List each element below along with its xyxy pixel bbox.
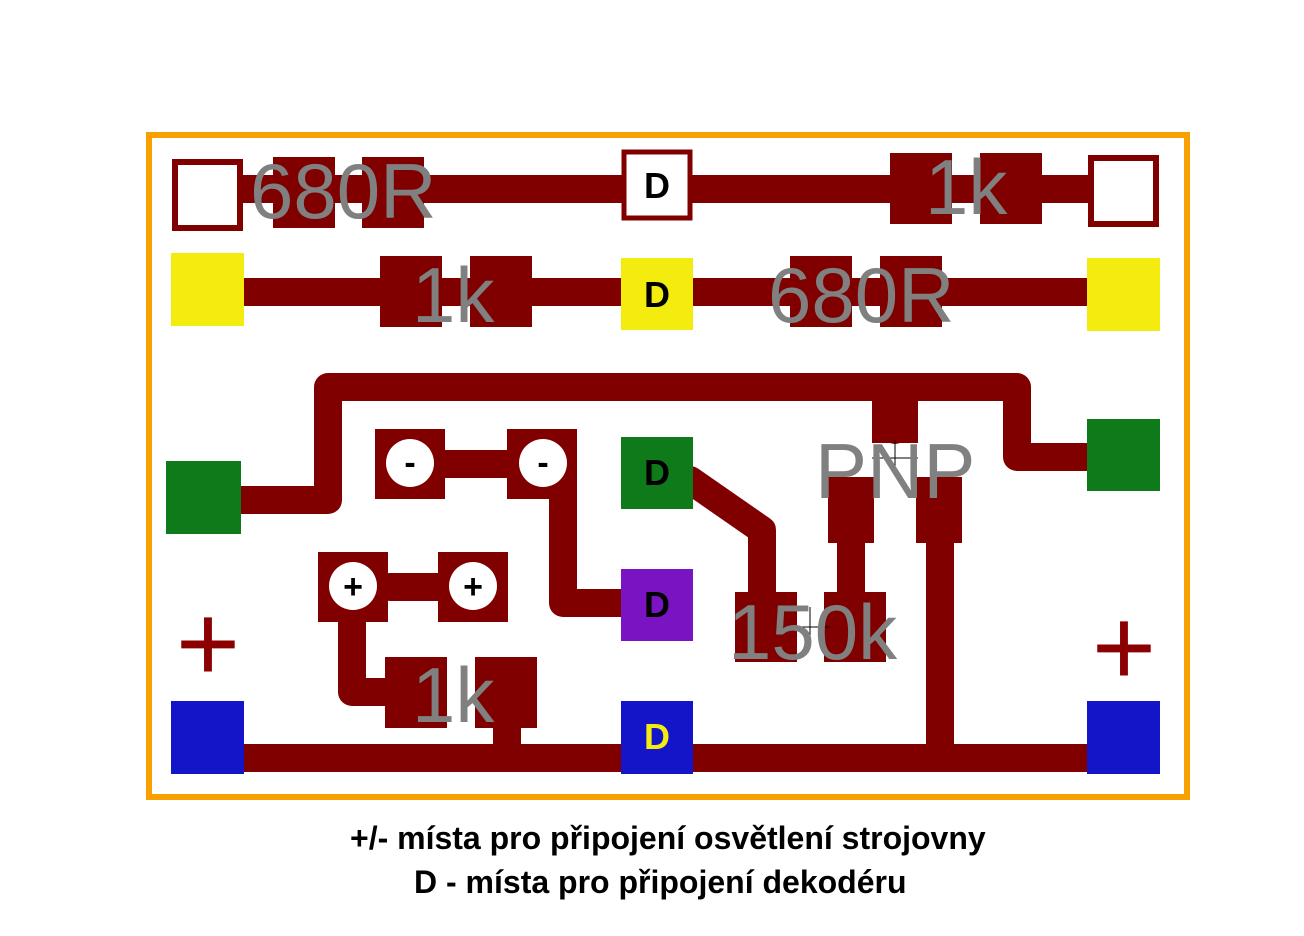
pad-150k-b	[824, 592, 886, 662]
label-680r-top: 680R	[250, 147, 436, 235]
pad-green-right	[1087, 419, 1160, 491]
pad-680r-row2-a	[790, 256, 852, 327]
label-150k: 150k	[728, 588, 898, 676]
pad-white-right	[1088, 155, 1159, 227]
label-d-yellow: D	[644, 274, 670, 315]
pad-1k-top-a	[890, 153, 952, 224]
pad-680r-b	[362, 157, 424, 228]
circle-minus-b	[519, 439, 567, 487]
label-plus-b: +	[463, 568, 483, 606]
label-1k-bottom: 1k	[412, 651, 495, 739]
circle-plus-b	[449, 562, 497, 610]
label-1k-row2: 1k	[412, 251, 495, 339]
pad-1k-bottom-a	[385, 657, 447, 728]
circle-plus-a	[329, 562, 377, 610]
trace-green-base	[676, 466, 776, 624]
pad-1k-row2-a	[380, 256, 442, 327]
label-pnp: PNP	[815, 427, 975, 515]
legend-line-1: +/- místa pro připojení osvětlení strojo…	[350, 820, 986, 856]
pad-pnp-collector	[916, 477, 962, 543]
trace-minus-purple	[426, 450, 639, 617]
pad-blue-left	[171, 701, 244, 774]
pad-white-left	[172, 159, 243, 231]
label-680r-row2: 680R	[768, 251, 954, 339]
pad-yellow-right	[1087, 258, 1160, 331]
plus-mark-right: +	[1092, 586, 1156, 709]
crosshair-markers	[790, 440, 918, 647]
label-minus-a: -	[404, 444, 415, 482]
label-d-green: D	[644, 452, 670, 493]
label-d-white: D	[644, 165, 670, 206]
component-pads	[273, 153, 1042, 728]
label-minus-b: -	[537, 444, 548, 482]
label-1k-top: 1k	[925, 143, 1008, 231]
pad-d-yellow	[621, 258, 693, 330]
pad-yellow-left	[171, 253, 244, 326]
pad-680r-row2-b	[880, 256, 942, 327]
pad-d-white	[621, 149, 693, 221]
label-plus-a: +	[343, 568, 363, 606]
pad-blue-right	[1087, 701, 1160, 774]
label-d-blue: D	[644, 716, 670, 757]
plus-mark-left: +	[176, 582, 240, 705]
label-d-purple: D	[644, 584, 670, 625]
pad-1k-bottom-b	[475, 657, 537, 728]
board-outline	[146, 132, 1190, 800]
trace-plus-1k	[338, 596, 409, 706]
pad-d-blue	[621, 701, 693, 774]
pad-pnp-emitter	[872, 397, 918, 443]
circle-minus-a	[386, 439, 434, 487]
pad-pnp-base	[828, 477, 874, 543]
pad-150k-a	[735, 592, 797, 662]
pad-1k-top-b	[980, 153, 1042, 224]
pad-680r-a	[273, 157, 335, 228]
pad-green-left	[166, 461, 241, 534]
trace-green-loop	[226, 373, 1109, 514]
pad-d-purple	[621, 569, 693, 641]
legend-line-2: D - místa pro připojení dekodéru	[414, 864, 907, 900]
pad-1k-row2-b	[470, 256, 532, 327]
pad-d-green	[621, 437, 693, 509]
